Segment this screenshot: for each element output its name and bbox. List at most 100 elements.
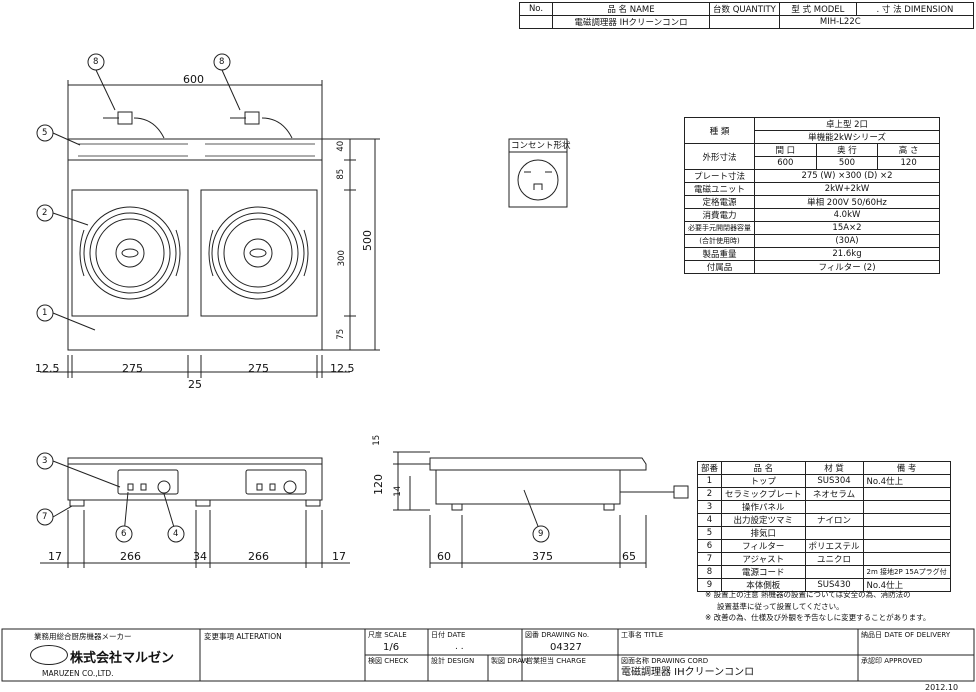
dim-gap: 25 (188, 378, 202, 391)
callout-7: 7 (42, 512, 48, 522)
parts-header: 品 名 (721, 461, 806, 475)
spec-plate-label: プレート寸法 (684, 169, 755, 183)
dim-depth: 500 (361, 230, 374, 251)
callout-1: 1 (42, 308, 48, 318)
spec-col1: 間 口 (754, 143, 817, 157)
note-line: 設置基準に従って設置してください。 (717, 602, 844, 611)
spec-acc-label: 付属品 (684, 260, 755, 274)
top-view-body (67, 138, 323, 351)
parts-header: 備 考 (862, 461, 951, 475)
dim-275b: 275 (248, 362, 269, 375)
spec-v2: 500 (815, 156, 879, 170)
spec-power-label: 定格電源 (684, 195, 755, 209)
spec-outer-label: 外形寸法 (684, 143, 755, 170)
approved-label: 承認印 APPROVED (861, 657, 923, 665)
dim-f17b: 17 (332, 550, 346, 563)
spec-weight-value: 21.6kg (754, 247, 940, 261)
charge-label: 営業担当 CHARGE (526, 657, 586, 665)
company-en: MARUZEN CO.,LTD. (42, 669, 114, 678)
model-value: MIH-L22C (778, 15, 975, 29)
spec-power-value: 単相 200V 50/60Hz (754, 195, 940, 209)
spec-col3: 高 さ (877, 143, 940, 157)
dim-f266a: 266 (120, 550, 141, 563)
callout-5: 5 (42, 128, 48, 138)
dim-f266b: 266 (248, 550, 269, 563)
dim-s375: 375 (532, 550, 553, 563)
alteration-label: 変更事項 ALTERATION (204, 632, 282, 641)
spec-consume-label: 消費電力 (684, 208, 755, 222)
delivery-label: 納品日 DATE OF DELIVERY (861, 631, 951, 639)
spec-acc-value: フィルター (2) (754, 260, 940, 274)
company-logo (30, 645, 68, 665)
dim-300: 300 (336, 250, 347, 267)
spec-breaker-label2: (合計使用時) (684, 234, 755, 248)
check-label: 検図 CHECK (368, 657, 409, 665)
drawing-no-label: 図番 DRAWING No. (525, 631, 590, 639)
spec-plate-value: 275 (W) ×300 (D) ×2 (754, 169, 940, 183)
header-table: No. 品 名 NAME 台数 QUANTITY 型 式 MODEL . 寸 法… (519, 2, 975, 29)
dim-f34: 34 (193, 550, 207, 563)
spec-consume-value: 4.0kW (754, 208, 940, 222)
drawing-year: 2012.10 (925, 683, 959, 692)
design-label: 設計 DESIGN (431, 657, 475, 665)
dim-h120: 120 (372, 474, 385, 495)
note-line: ※ 改善の為、仕様及び外観を予告なしに変更することがあります。 (705, 613, 931, 622)
parts-header: 部番 (696, 461, 723, 475)
dim-75: 75 (336, 328, 347, 340)
spec-table: 種 類 卓上型 2口 単機能2kWシリーズ 外形寸法 間 口 奥 行 高 さ 6… (684, 117, 940, 274)
cord-value: 電磁調理器 IHクリーンコンロ (621, 667, 755, 678)
dim-40: 40 (336, 140, 347, 152)
spec-col2: 奥 行 (815, 143, 879, 157)
callout-4: 4 (173, 529, 179, 539)
spec-v1: 600 (754, 156, 817, 170)
dim-s65: 65 (622, 550, 636, 563)
maker-caption: 業務用総合厨房機器メーカー (34, 632, 132, 641)
spec-unit-label: 電磁ユニット (684, 182, 755, 196)
work-label: 工事名 TITLE (621, 631, 664, 639)
dim-width: 600 (183, 73, 204, 86)
dim-right: 12.5 (330, 362, 355, 375)
drawing-no-value: 04327 (550, 642, 582, 653)
scale-label: 尺度 SCALE (368, 631, 407, 639)
dim-left: 12.5 (35, 362, 60, 375)
callout-8b: 8 (219, 57, 225, 67)
spec-weight-label: 製品重量 (684, 247, 755, 261)
outlet-title: コンセント形状 (511, 141, 571, 151)
callout-8a: 8 (93, 57, 99, 67)
cord-label: 図面名称 DRAWING CORD (621, 657, 709, 665)
date-value: . . (455, 642, 464, 652)
dim-85: 85 (336, 168, 347, 180)
dim-275a: 275 (122, 362, 143, 375)
dim-h14: 14 (393, 485, 404, 497)
spec-breaker-value2: (30A) (754, 234, 940, 248)
dim-h15: 15 (372, 434, 383, 446)
spec-type-value1: 卓上型 2口 (754, 117, 940, 131)
spec-breaker-label1: 必要手元開閉器容量 (684, 221, 755, 235)
date-label: 日付 DATE (431, 631, 466, 639)
spec-type-label: 種 類 (684, 117, 755, 144)
name-value: 電磁調理器 IHクリーンコンロ (552, 15, 710, 29)
spec-type-value2: 単機能2kWシリーズ (754, 130, 940, 144)
note-line: ※ 設置上の注意 熱機器の設置については安全の為、消防法の (705, 590, 911, 599)
callout-9: 9 (538, 529, 544, 539)
dim-s60: 60 (437, 550, 451, 563)
spec-unit-value: 2kW+2kW (754, 182, 940, 196)
draw-label: 製図 DRAW (491, 657, 529, 665)
spec-breaker-value1: 15A×2 (754, 221, 940, 235)
dim-f17a: 17 (48, 550, 62, 563)
callout-2: 2 (42, 208, 48, 218)
spec-v3: 120 (877, 156, 940, 170)
parts-header: 材 質 (804, 461, 864, 475)
scale-value: 1/6 (383, 642, 400, 653)
